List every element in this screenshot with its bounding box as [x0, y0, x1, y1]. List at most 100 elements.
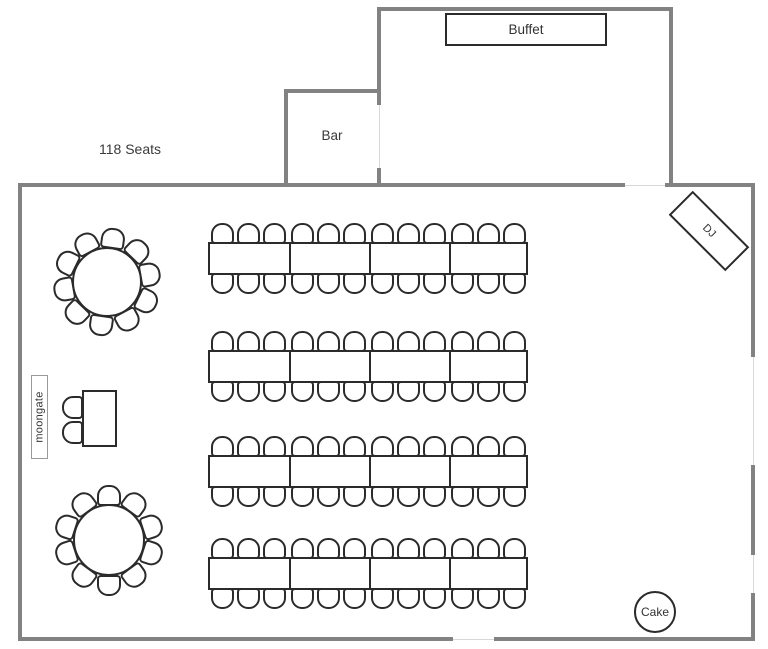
chair[interactable] — [422, 486, 446, 507]
chair[interactable] — [236, 538, 260, 559]
chair[interactable] — [396, 436, 420, 457]
chair[interactable] — [316, 381, 340, 402]
chair[interactable] — [236, 588, 260, 609]
chair[interactable] — [290, 588, 314, 609]
chair[interactable] — [290, 381, 314, 402]
chair[interactable] — [396, 588, 420, 609]
chair[interactable] — [262, 436, 286, 457]
chair[interactable] — [342, 273, 366, 294]
chair[interactable] — [342, 223, 366, 244]
chair[interactable] — [396, 331, 420, 352]
chair[interactable] — [422, 331, 446, 352]
chair[interactable] — [370, 486, 394, 507]
chair[interactable] — [370, 588, 394, 609]
banquet-table[interactable] — [208, 455, 528, 488]
chair[interactable] — [342, 538, 366, 559]
chair[interactable] — [236, 486, 260, 507]
chair[interactable] — [502, 331, 526, 352]
chair[interactable] — [502, 436, 526, 457]
chair[interactable] — [396, 381, 420, 402]
chair[interactable] — [236, 436, 260, 457]
chair[interactable] — [370, 223, 394, 244]
chair[interactable] — [262, 538, 286, 559]
chair[interactable] — [502, 273, 526, 294]
chair[interactable] — [422, 436, 446, 457]
buffet-table[interactable]: Buffet — [445, 13, 607, 46]
chair[interactable] — [422, 223, 446, 244]
chair[interactable] — [396, 223, 420, 244]
chair[interactable] — [450, 223, 474, 244]
chair[interactable] — [236, 331, 260, 352]
chair[interactable] — [210, 436, 234, 457]
chair[interactable] — [370, 436, 394, 457]
chair[interactable] — [236, 223, 260, 244]
chair[interactable] — [262, 223, 286, 244]
chair[interactable] — [370, 331, 394, 352]
chair[interactable] — [97, 574, 121, 596]
chair[interactable] — [422, 381, 446, 402]
chair[interactable] — [97, 484, 121, 506]
chair[interactable] — [476, 436, 500, 457]
chair[interactable] — [290, 331, 314, 352]
chair[interactable] — [450, 588, 474, 609]
chair[interactable] — [316, 436, 340, 457]
chair[interactable] — [290, 538, 314, 559]
chair[interactable] — [342, 331, 366, 352]
chair[interactable] — [450, 331, 474, 352]
chair[interactable] — [342, 588, 366, 609]
chair[interactable] — [290, 223, 314, 244]
chair[interactable] — [210, 331, 234, 352]
chair[interactable] — [342, 486, 366, 507]
chair[interactable] — [450, 436, 474, 457]
chair[interactable] — [290, 436, 314, 457]
cake-table[interactable]: Cake — [634, 591, 676, 633]
chair[interactable] — [476, 538, 500, 559]
chair[interactable] — [210, 588, 234, 609]
chair[interactable] — [476, 273, 500, 294]
chair[interactable] — [422, 273, 446, 294]
chair[interactable] — [210, 486, 234, 507]
chair[interactable] — [262, 273, 286, 294]
chair[interactable] — [342, 436, 366, 457]
chair[interactable] — [502, 538, 526, 559]
chair[interactable] — [502, 486, 526, 507]
chair[interactable] — [316, 223, 340, 244]
chair[interactable] — [476, 486, 500, 507]
chair[interactable] — [316, 486, 340, 507]
chair[interactable] — [422, 588, 446, 609]
round-table[interactable] — [72, 247, 142, 317]
chair[interactable] — [290, 273, 314, 294]
chair[interactable] — [290, 486, 314, 507]
chair[interactable] — [370, 538, 394, 559]
chair[interactable] — [450, 486, 474, 507]
chair[interactable] — [262, 381, 286, 402]
chair[interactable] — [316, 538, 340, 559]
chair[interactable] — [316, 273, 340, 294]
chair[interactable] — [502, 588, 526, 609]
chair[interactable] — [210, 381, 234, 402]
chair[interactable] — [236, 381, 260, 402]
chair[interactable] — [342, 381, 366, 402]
chair[interactable] — [210, 223, 234, 244]
chair[interactable] — [476, 331, 500, 352]
chair[interactable] — [502, 223, 526, 244]
chair[interactable] — [396, 273, 420, 294]
banquet-table[interactable] — [208, 350, 528, 383]
head-table[interactable] — [82, 390, 117, 447]
chair[interactable] — [450, 273, 474, 294]
chair[interactable] — [476, 223, 500, 244]
chair[interactable] — [316, 588, 340, 609]
round-table[interactable] — [73, 504, 145, 576]
chair[interactable] — [262, 588, 286, 609]
chair[interactable] — [370, 381, 394, 402]
chair[interactable] — [316, 331, 340, 352]
chair[interactable] — [396, 538, 420, 559]
chair[interactable] — [210, 538, 234, 559]
chair[interactable] — [62, 396, 83, 419]
chair[interactable] — [450, 538, 474, 559]
chair[interactable] — [450, 381, 474, 402]
chair[interactable] — [236, 273, 260, 294]
chair[interactable] — [422, 538, 446, 559]
chair[interactable] — [62, 421, 83, 444]
chair[interactable] — [370, 273, 394, 294]
